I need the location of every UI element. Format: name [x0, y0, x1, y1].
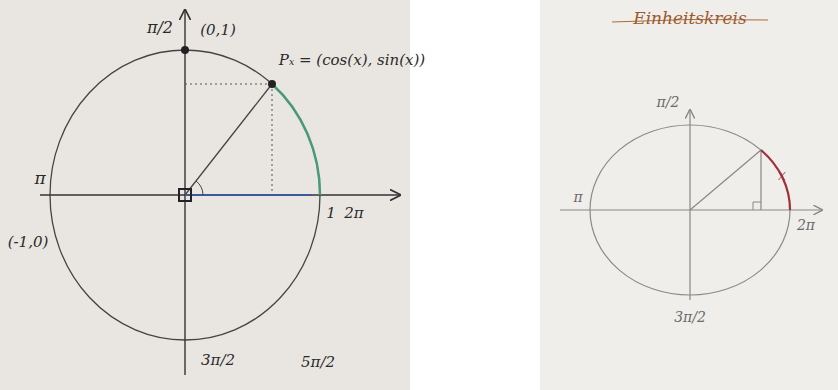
- point-p: [268, 80, 276, 88]
- radius-line: [185, 84, 272, 195]
- sine-line: [760, 150, 761, 210]
- radius-line: [690, 150, 761, 210]
- angle-label: x: [778, 168, 786, 183]
- x-axis: [40, 194, 400, 195]
- right-angle-mark: [753, 202, 761, 210]
- angle-arc: [761, 150, 790, 210]
- cosine-projection: [272, 84, 273, 195]
- point-label: (-1,0): [8, 234, 49, 251]
- point-label: Pₓ = (cos(x), sin(x)): [279, 52, 425, 69]
- axis-label: π/2: [147, 19, 173, 37]
- axis-label: π: [34, 169, 45, 188]
- origin-mark: [179, 189, 191, 201]
- angle-arc: [272, 84, 320, 195]
- axis-label: 3π/2: [674, 310, 706, 325]
- axis-label: π/2: [657, 95, 680, 110]
- paper-right: [540, 0, 838, 390]
- axis-label: 2π: [797, 218, 815, 233]
- y-axis: [689, 110, 690, 300]
- axis-label: π: [573, 190, 582, 205]
- point-label: (0,1): [200, 22, 236, 39]
- y-axis: [184, 10, 185, 375]
- title-label: Einheitskreis: [633, 9, 746, 28]
- sine-projection: [185, 84, 272, 85]
- axis-label: 5π/2: [301, 354, 335, 371]
- axis-label: 3π/2: [201, 352, 235, 369]
- angle-mark: [196, 181, 203, 195]
- unit-segment: [185, 194, 312, 196]
- point-top: [181, 46, 189, 54]
- axis-label: 2π: [344, 205, 363, 222]
- axis-label: 1: [326, 205, 336, 222]
